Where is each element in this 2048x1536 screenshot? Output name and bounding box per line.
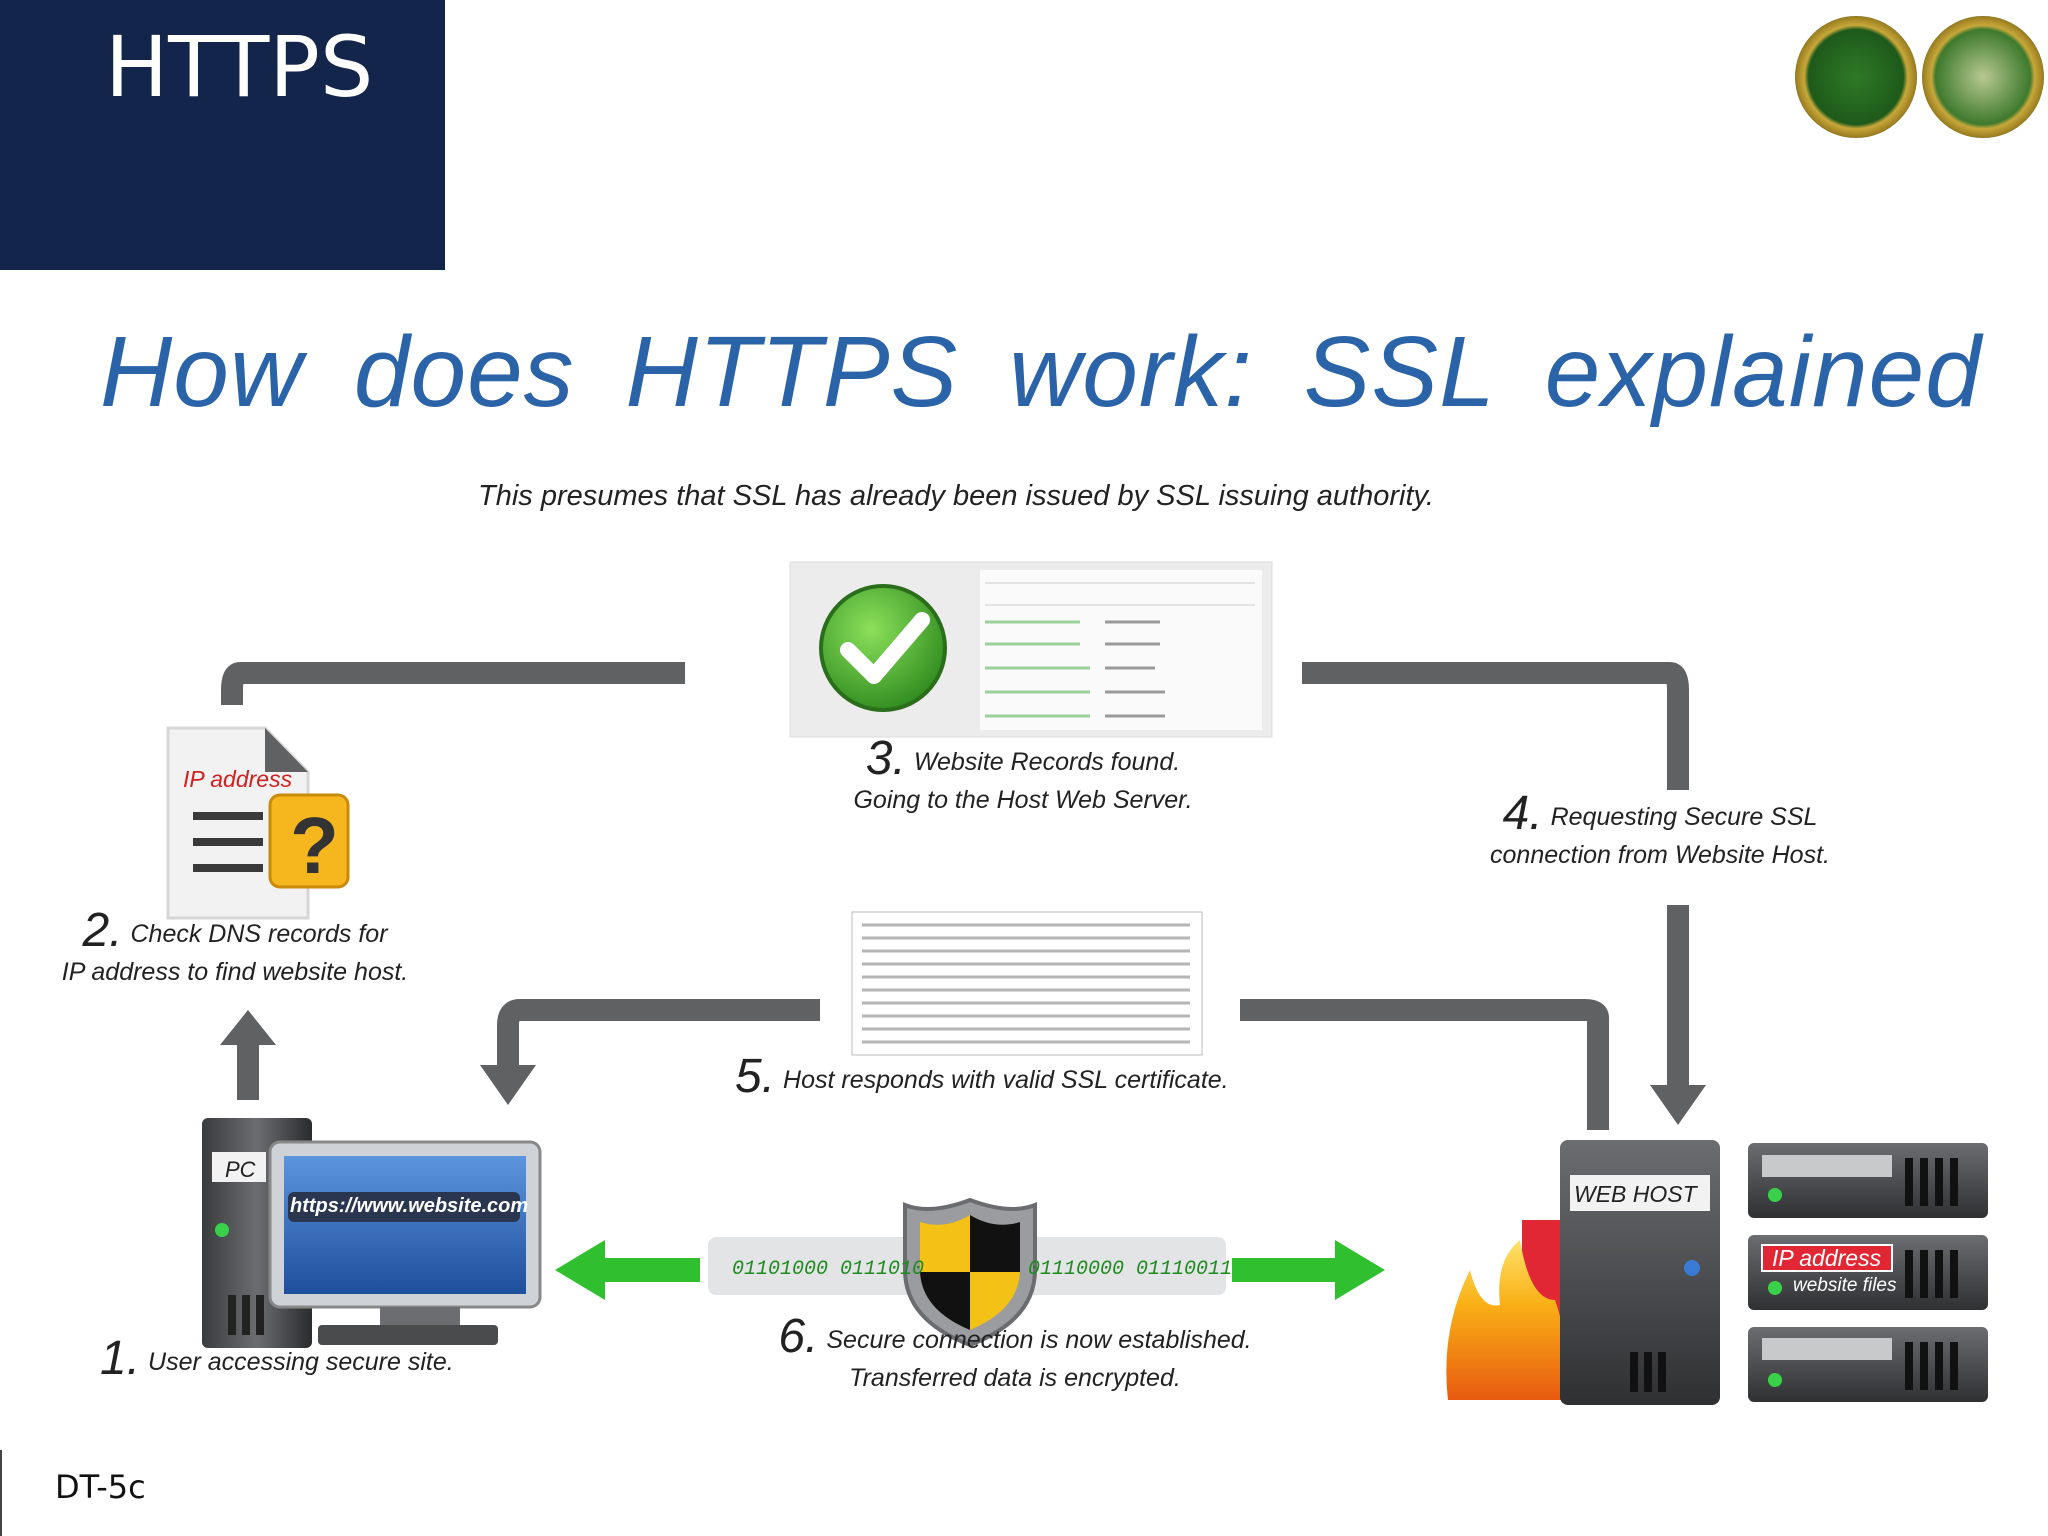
dns-document-label: IP address bbox=[183, 766, 293, 792]
pc-url-bar: https://www.website.com bbox=[290, 1195, 529, 1217]
dns-document-icon bbox=[166, 726, 350, 920]
server-ip-label: IP address bbox=[1772, 1245, 1882, 1271]
server-files-label: website files bbox=[1793, 1275, 1897, 1296]
step-3: 3.Website Records found. Going to the Ho… bbox=[838, 735, 1208, 819]
footer-code: DT-5c bbox=[55, 1468, 146, 1506]
step-2: 2.Check DNS records for IP address to fi… bbox=[50, 907, 420, 991]
step-number: 4. bbox=[1502, 787, 1543, 840]
step-text-line2: IP address to find website host. bbox=[61, 958, 409, 986]
step-text-line2: connection from Website Host. bbox=[1490, 841, 1830, 869]
merit-badge-circuit-icon bbox=[1795, 16, 1917, 138]
step-number: 3. bbox=[865, 732, 906, 785]
slide-title: HTTPS bbox=[105, 18, 374, 116]
checkmark-icon bbox=[819, 584, 947, 712]
step-text: Host responds with valid SSL certificate… bbox=[783, 1066, 1229, 1094]
security-shield-icon bbox=[903, 1197, 1037, 1348]
step-text: Website Records found. bbox=[913, 748, 1181, 776]
step-number: 1. bbox=[100, 1332, 141, 1385]
ssl-certificate-panel bbox=[851, 911, 1203, 1056]
footer-divider bbox=[0, 1450, 2, 1536]
step-text: Secure connection is now established. bbox=[826, 1326, 1252, 1354]
title-banner: HTTPS bbox=[0, 0, 445, 270]
step-text: Check DNS records for bbox=[130, 920, 388, 948]
arrow-host-to-cert bbox=[1240, 999, 1609, 1130]
arrow-to-dns bbox=[221, 662, 685, 705]
pc-icon bbox=[202, 1118, 542, 1348]
binary-right: 01110000 01110011 bbox=[1028, 1258, 1233, 1281]
step-number: 5. bbox=[735, 1050, 776, 1103]
pc-label: PC bbox=[225, 1157, 256, 1182]
step-5: 5.Host responds with valid SSL certifica… bbox=[735, 1053, 1229, 1101]
step-1: 1.User accessing secure site. bbox=[100, 1335, 454, 1383]
step-text-line2: Going to the Host Web Server. bbox=[853, 786, 1193, 814]
step-text-line2: Transferred data is encrypted. bbox=[849, 1364, 1181, 1392]
diagram-headline: How does HTTPS work: SSL explained bbox=[100, 316, 1982, 428]
step-number: 2. bbox=[82, 904, 123, 957]
arrow-cert-to-pc bbox=[497, 999, 820, 1070]
web-host-label: WEB HOST bbox=[1574, 1181, 1697, 1207]
binary-left: 01101000 0111010 bbox=[732, 1258, 925, 1281]
web-host-server-icon bbox=[1560, 1140, 1720, 1405]
flow-arrows bbox=[221, 662, 1689, 1130]
question-mark-icon: ? bbox=[290, 801, 339, 890]
step-6: 6.Secure connection is now established. … bbox=[755, 1313, 1275, 1397]
diagram-subtitle: This presumes that SSL has already been … bbox=[478, 480, 1434, 512]
step-text: User accessing secure site. bbox=[148, 1348, 454, 1376]
step-text: Requesting Secure SSL bbox=[1550, 803, 1818, 831]
merit-badge-binary-icon bbox=[1922, 16, 2044, 138]
step-number: 6. bbox=[778, 1310, 819, 1363]
arrow-to-step4 bbox=[1302, 662, 1689, 790]
step-4: 4.Requesting Secure SSL connection from … bbox=[1470, 790, 1850, 874]
server-rack-icon bbox=[1748, 1143, 1988, 1402]
